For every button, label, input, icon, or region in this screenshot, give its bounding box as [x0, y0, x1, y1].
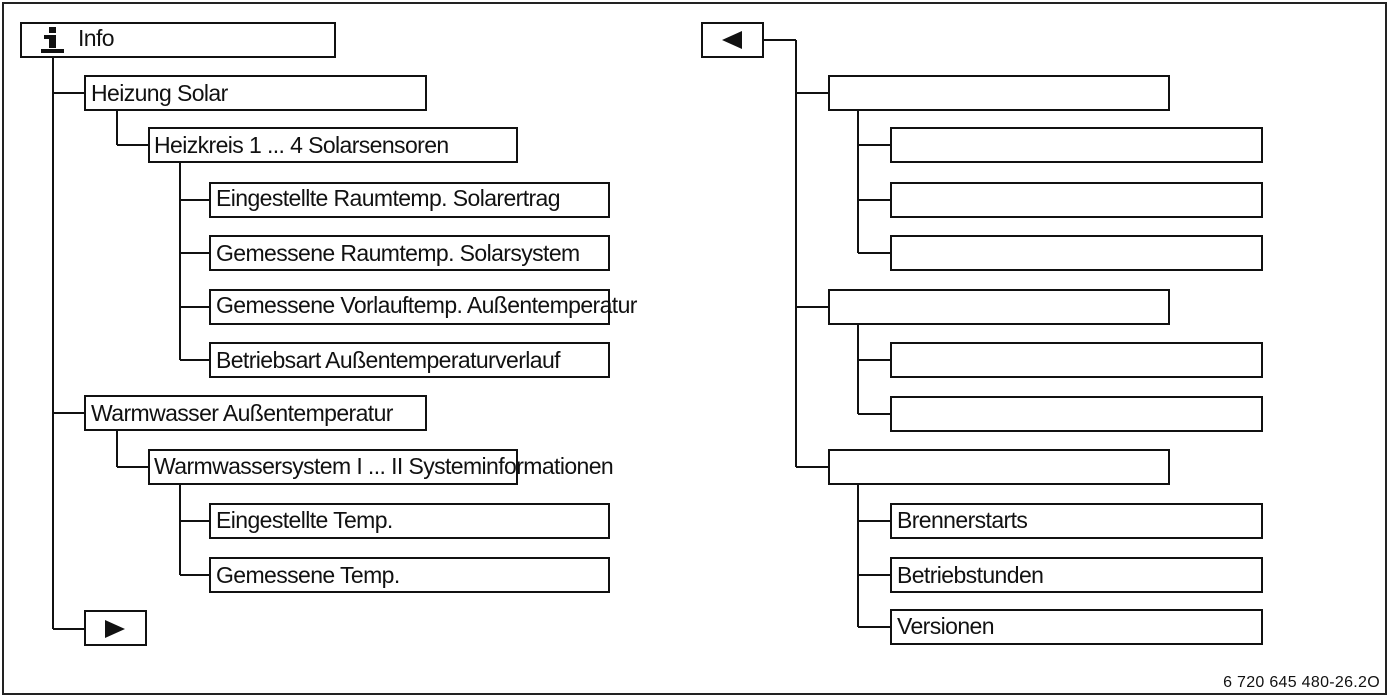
node-heizkreis-item-label: Betriebsart Außentemperaturverlauf: [216, 347, 561, 373]
node-right-item[interactable]: [890, 235, 1263, 271]
node-warmwasser-label: Warmwasser Außentemperatur: [91, 400, 393, 426]
node-heizkreis-item[interactable]: [209, 289, 610, 325]
node-warmwasser-item[interactable]: [209, 557, 610, 593]
node-heizkreis-item-label: Gemessene Vorlauftemp. Außentemperatur: [216, 292, 637, 318]
node-heizkreis-item[interactable]: [209, 235, 610, 271]
figure-code: 6 720 645 480-26.2O: [1223, 674, 1380, 691]
node-right-item[interactable]: [890, 396, 1263, 432]
node-right-item[interactable]: [890, 127, 1263, 163]
node-heizung-solar-label: Heizung Solar: [91, 80, 228, 106]
arrow-left-icon: [722, 31, 742, 49]
node-warmwasser-item[interactable]: [209, 503, 610, 539]
node-heizkreis-label: Heizkreis 1 ... 4 Solarsensoren: [154, 132, 449, 158]
node-right-group[interactable]: [828, 289, 1170, 325]
node-right-group[interactable]: [828, 449, 1170, 485]
node-info[interactable]: [20, 22, 336, 58]
node-versionen[interactable]: [890, 609, 1263, 645]
node-warmwasser[interactable]: [84, 395, 427, 431]
arrow-right-icon: [105, 620, 125, 638]
node-betriebstunden-label: Betriebstunden: [897, 562, 1044, 588]
node-heizkreis-item[interactable]: [209, 182, 610, 218]
node-brennerstarts[interactable]: [890, 503, 1263, 539]
node-heizkreis[interactable]: [148, 127, 518, 163]
node-heizkreis-item-label: Gemessene Raumtemp. Solarsystem: [216, 240, 580, 266]
node-warmwassersystem-label: Warmwassersystem I ... II Systeminformat…: [154, 453, 614, 479]
node-right-item[interactable]: [890, 342, 1263, 378]
node-heizkreis-item-label: Eingestellte Raumtemp. Solarertrag: [216, 185, 561, 211]
node-betriebstunden[interactable]: [890, 557, 1263, 593]
node-warmwassersystem[interactable]: [148, 449, 518, 485]
info-icon: [41, 27, 64, 53]
node-warmwasser-item-label: Gemessene Temp.: [216, 562, 400, 588]
node-heizung-solar[interactable]: [84, 75, 427, 111]
node-warmwasser-item-label: Eingestellte Temp.: [216, 507, 393, 533]
node-info-label: Info: [78, 25, 115, 51]
node-right-item[interactable]: [890, 182, 1263, 218]
node-right-group[interactable]: [828, 75, 1170, 111]
node-brennerstarts-label: Brennerstarts: [897, 507, 1028, 533]
node-versionen-label: Versionen: [897, 613, 995, 639]
node-heizkreis-item[interactable]: [209, 342, 610, 378]
